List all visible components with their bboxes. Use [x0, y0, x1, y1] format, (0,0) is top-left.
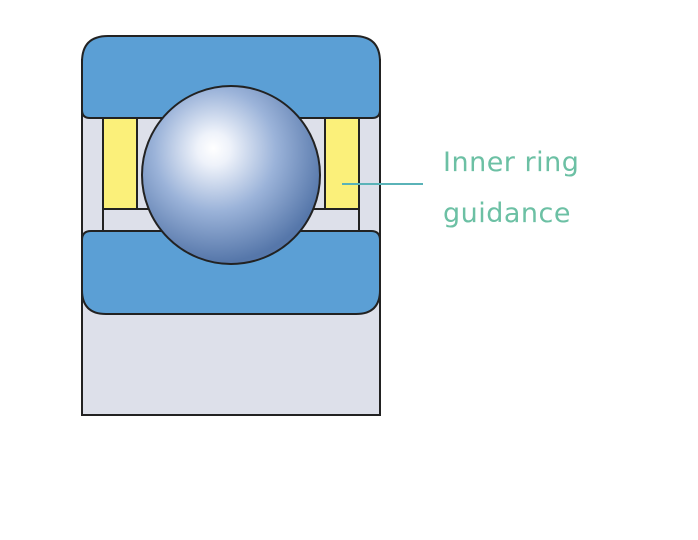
cage-left [102, 116, 138, 210]
ball [141, 85, 321, 265]
inner-ring [81, 230, 381, 315]
outer-ring [81, 35, 381, 119]
annotation-line-2: guidance [443, 198, 571, 229]
annotation-line-1: Inner ring [443, 147, 579, 178]
cage-right [324, 116, 360, 210]
housing-bottom-mask [70, 416, 390, 436]
